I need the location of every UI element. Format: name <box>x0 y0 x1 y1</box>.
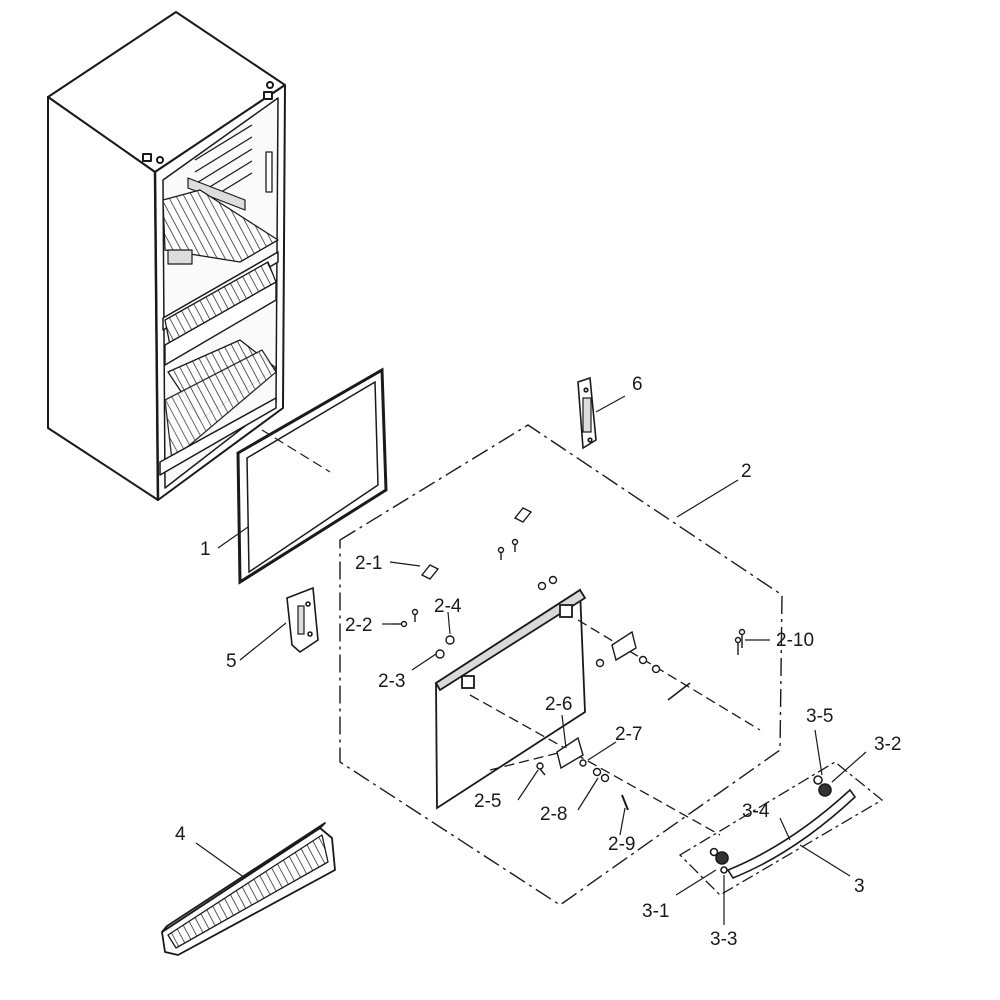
callout-3-4: 3-4 <box>742 801 770 822</box>
callout-2-10: 2-10 <box>776 630 815 651</box>
callout-2-8: 2-8 <box>540 804 568 825</box>
door-panel-part-2 <box>434 588 587 810</box>
nut-icon <box>445 635 455 645</box>
callout-6: 6 <box>632 374 643 395</box>
door-assembly-boundary <box>339 424 783 906</box>
callout-3-1: 3-1 <box>642 901 670 922</box>
refrigerator-cabinet <box>47 11 286 501</box>
callout-5: 5 <box>226 651 237 672</box>
rail-cross-mark <box>667 682 691 701</box>
screw-icon <box>738 628 746 648</box>
screw-icon <box>393 620 408 628</box>
handle-group-boundary <box>678 761 884 896</box>
callout-2-2: 2-2 <box>345 615 373 636</box>
callout-1: 1 <box>200 539 211 560</box>
handle-part-3 <box>709 775 857 879</box>
callout-3-5: 3-5 <box>806 706 834 727</box>
screw-icon <box>411 608 419 622</box>
gasket-part-1 <box>236 367 388 585</box>
drawer-cover-part-4 <box>161 822 336 956</box>
hardware-parts <box>393 507 746 811</box>
leader-lines <box>195 395 867 925</box>
cap-icon <box>715 851 729 865</box>
screw-icon <box>813 775 823 785</box>
screw-icon <box>497 546 505 560</box>
clip-icon <box>420 564 440 580</box>
callout-2-9: 2-9 <box>608 834 636 855</box>
clip-icon <box>513 507 533 523</box>
nut-icon <box>435 649 445 659</box>
callout-2-1: 2-1 <box>355 553 383 574</box>
callout-2-4: 2-4 <box>434 596 462 617</box>
callout-4: 4 <box>175 824 186 845</box>
callout-2-5: 2-5 <box>474 791 502 812</box>
screw-icon <box>536 762 546 776</box>
callout-2-7: 2-7 <box>615 724 643 745</box>
bracket-icon <box>556 736 584 770</box>
hinge-part-5 <box>286 586 319 654</box>
callout-2: 2 <box>741 461 752 482</box>
screw-icon <box>709 847 719 857</box>
bracket-part-6 <box>577 376 597 450</box>
callout-3-2: 3-2 <box>874 734 902 755</box>
nut-icon <box>537 581 547 591</box>
callout-2-6: 2-6 <box>545 694 573 715</box>
callout-3: 3 <box>854 876 865 897</box>
callout-2-3: 2-3 <box>378 671 406 692</box>
nut-icon <box>548 575 558 585</box>
cap-icon <box>818 783 832 797</box>
bracket-icon <box>611 630 637 662</box>
screw-icon <box>511 538 519 552</box>
screw-icon <box>734 636 742 655</box>
callout-3-3: 3-3 <box>710 929 738 950</box>
gasket-alignment-line <box>261 429 331 473</box>
